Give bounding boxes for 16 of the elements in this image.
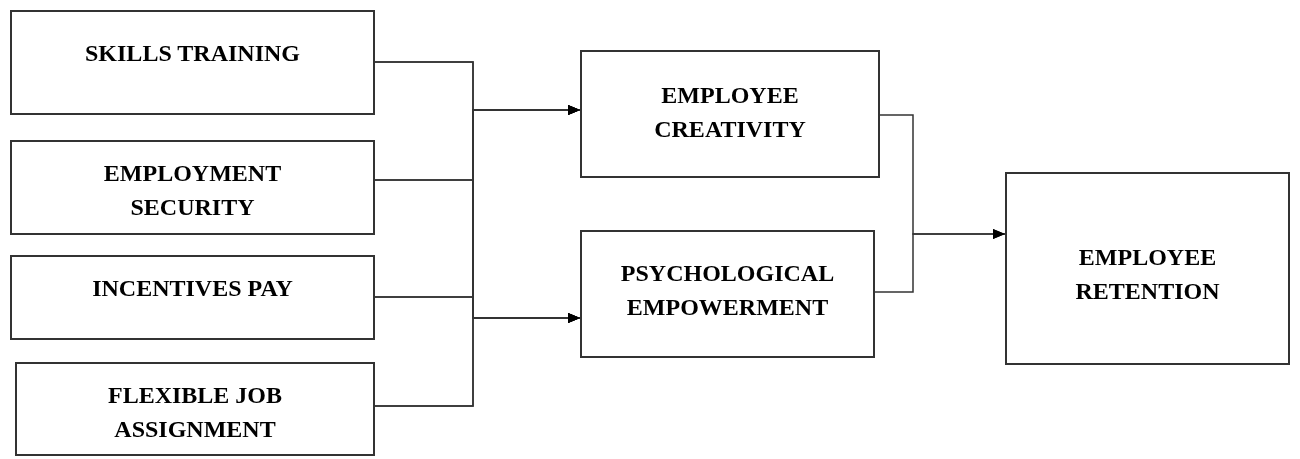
concept-box (1005, 172, 1290, 365)
box-label: INCENTIVES PAY (92, 274, 293, 303)
box-label: FLEXIBLE JOB ASSIGNMENT (106, 381, 283, 444)
connector-arrow (374, 313, 581, 407)
concept-box (15, 362, 375, 456)
concept-box (10, 10, 375, 115)
connector-arrow (874, 229, 1006, 293)
box-label: EMPLOYMENT SECURITY (102, 159, 283, 222)
box-label: SKILLS TRAINING (85, 39, 300, 68)
concept-box (580, 230, 875, 358)
concept-box (10, 140, 375, 235)
concept-box (580, 50, 880, 178)
concept-box (10, 255, 375, 340)
box-label: PSYCHOLOGICAL EMPOWERMENT (619, 259, 836, 322)
box-label: EMPLOYEE RETENTION (1074, 243, 1221, 306)
box-label: EMPLOYEE CREATIVITY (653, 81, 807, 144)
